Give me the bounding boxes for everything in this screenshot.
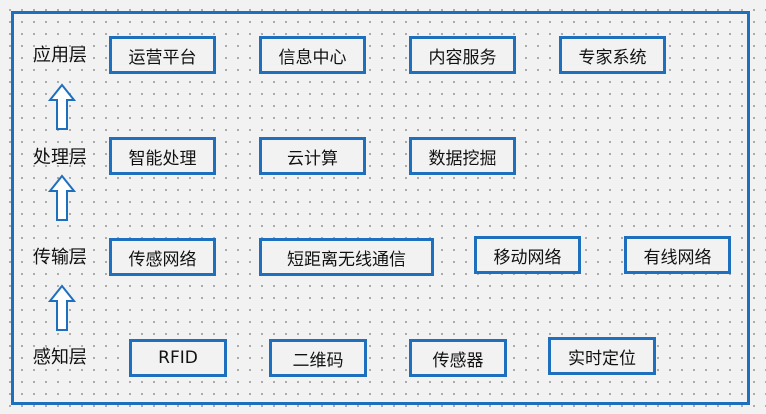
- proc-box-cloud-computing: 云计算: [259, 137, 366, 175]
- app-box-content-services: 内容服务: [409, 36, 516, 74]
- up-arrow-icon: [48, 83, 76, 130]
- proc-box-data-mining: 数据挖掘: [409, 137, 516, 175]
- architecture-frame: [11, 11, 750, 405]
- up-arrow-icon: [48, 284, 76, 331]
- layer-label-processing: 处理层: [33, 147, 87, 168]
- perc-box-rfid: RFID: [129, 339, 227, 377]
- trans-box-mobile-network: 移动网络: [474, 236, 581, 274]
- perc-box-qr-code: 二维码: [269, 339, 367, 377]
- layer-label-application: 应用层: [33, 45, 87, 66]
- app-box-expert-system: 专家系统: [559, 36, 666, 74]
- perc-box-realtime-positioning: 实时定位: [548, 337, 656, 375]
- layer-label-perception: 感知层: [33, 347, 87, 368]
- layer-label-transport: 传输层: [33, 247, 87, 268]
- up-arrow-icon: [48, 174, 76, 221]
- app-box-information-center: 信息中心: [259, 36, 366, 74]
- trans-box-wired-network: 有线网络: [624, 236, 731, 274]
- trans-box-sensor-network: 传感网络: [109, 238, 216, 276]
- trans-box-short-range-wireless: 短距离无线通信: [259, 238, 434, 276]
- perc-box-sensor: 传感器: [409, 339, 507, 377]
- proc-box-intelligent-processing: 智能处理: [109, 137, 216, 175]
- app-box-operations-platform: 运营平台: [109, 36, 216, 74]
